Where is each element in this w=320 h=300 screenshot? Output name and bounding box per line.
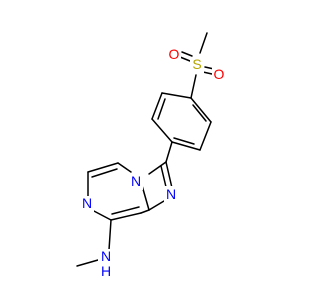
bond-ph-4 xyxy=(151,118,173,143)
bond-ph-inner-2 xyxy=(173,137,195,145)
bond-ph-inner-1 xyxy=(192,104,207,122)
nitrogen-pyrazine-atom-label: N xyxy=(82,195,92,211)
bond-methyl-s xyxy=(199,32,208,54)
nitrogen-fused-atom-label: N xyxy=(131,173,141,189)
bond-ph-5 xyxy=(151,92,163,120)
oxygen-atom-label-right: O xyxy=(214,66,225,82)
bond-pz-5 xyxy=(110,212,142,221)
bond-nh-methyl xyxy=(76,259,99,267)
amine-hydrogen-atom-label: H xyxy=(101,263,111,279)
bond-pz-1 xyxy=(117,162,132,173)
bond-s-o-right-2 xyxy=(202,71,213,75)
bond-ph-1 xyxy=(190,97,212,123)
bond-ph-inner-3 xyxy=(157,98,166,120)
oxygen-atom-label-top: O xyxy=(169,46,180,62)
bond-c-nh xyxy=(108,219,112,251)
bond-im-2 xyxy=(165,161,173,189)
bond-pz-2 xyxy=(87,162,119,173)
atom-labels: S O O N N N N H xyxy=(80,46,226,279)
molecule-structure: S O O N N N N H xyxy=(76,32,226,279)
amine-nitrogen-atom-label: N xyxy=(101,248,111,264)
bond-pz-6 xyxy=(140,209,150,214)
bond-ph-3 xyxy=(171,141,201,151)
nitrogen-imidazole-atom-label: N xyxy=(166,186,176,202)
bond-s-ring xyxy=(190,74,197,99)
bond-ph-imid xyxy=(165,141,173,163)
sulfur-atom-label: S xyxy=(192,56,201,72)
bond-im-1 xyxy=(148,161,167,175)
bond-ph-6 xyxy=(161,92,192,99)
bond-im-2b xyxy=(160,165,167,188)
bond-im-3 xyxy=(148,200,165,211)
bond-pz-5b xyxy=(111,206,140,215)
bond-pz-4 xyxy=(91,209,112,221)
bond-s-o-top-1 xyxy=(181,51,193,57)
bond-s-o-top-2 xyxy=(179,56,191,62)
bond-pz-2b xyxy=(91,168,118,178)
bonds xyxy=(76,32,215,267)
bond-ph-2 xyxy=(199,121,212,151)
